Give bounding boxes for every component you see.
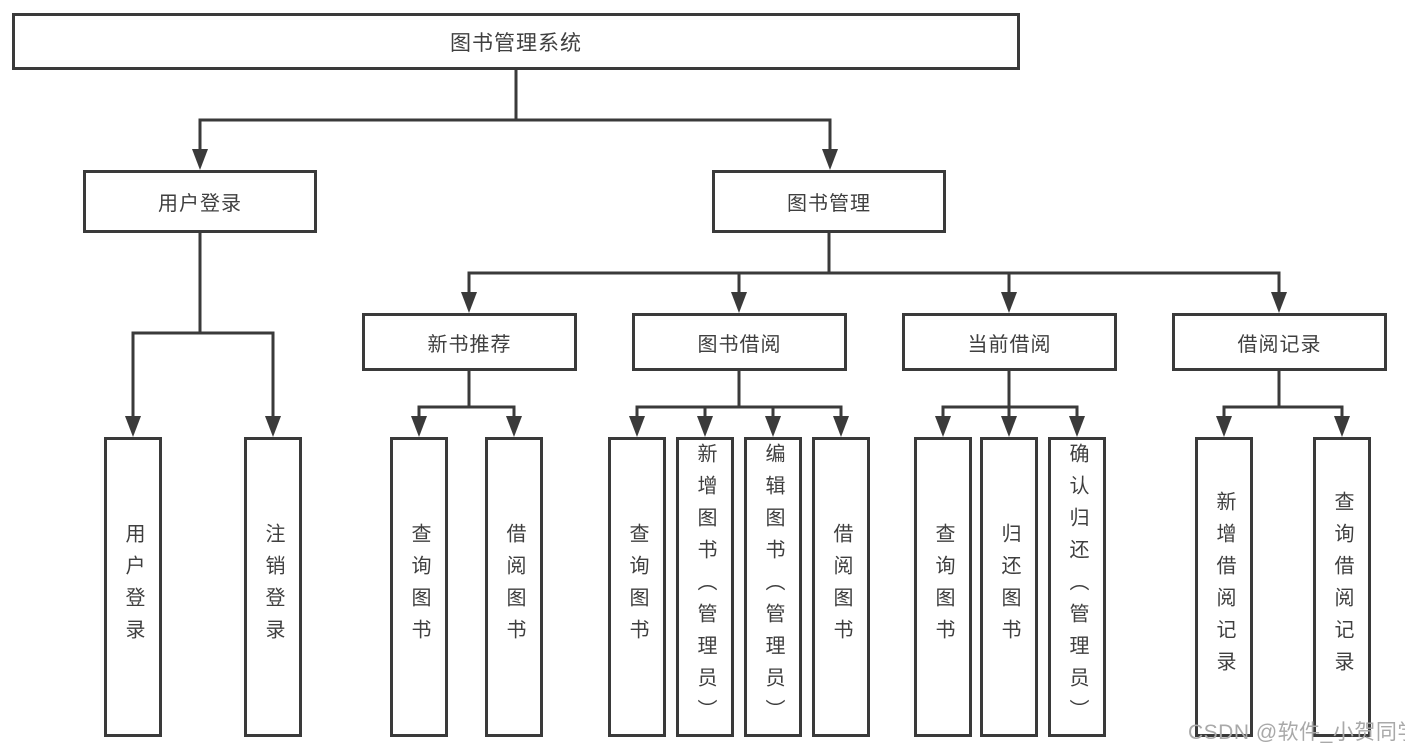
arrowhead [697, 416, 713, 437]
node-label: 借阅图书 [503, 523, 525, 651]
node-label: 确认归还（管理员） [1066, 443, 1088, 731]
leaf-logout: 注销登录 [244, 437, 302, 737]
node-label: 新增借阅记录 [1213, 491, 1235, 683]
node-label: 当前借阅 [967, 333, 1052, 356]
arrowhead [1334, 416, 1350, 437]
arrowhead [192, 149, 208, 170]
node-label: 编辑图书（管理员） [762, 443, 784, 731]
arrowhead [506, 416, 522, 437]
node-label: 用户登录 [122, 523, 144, 651]
node-current-borrowing: 当前借阅 [902, 313, 1117, 371]
node-book-management: 图书管理 [712, 170, 946, 233]
leaf-query-books-1: 查询图书 [390, 437, 448, 737]
node-label: 新增图书（管理员） [694, 443, 716, 731]
node-label: 图书管理系统 [450, 31, 582, 55]
arrowhead [411, 416, 427, 437]
node-label: 借阅记录 [1237, 333, 1322, 356]
node-label: 借阅图书 [830, 523, 852, 651]
leaf-query-books-3: 查询图书 [914, 437, 972, 737]
leaf-return-books: 归还图书 [980, 437, 1038, 737]
csdn-watermark: CSDN @软件_小贺同学 [1188, 721, 1405, 744]
arrowhead [765, 416, 781, 437]
connector-lines [131, 68, 1344, 421]
leaf-borrow-books-2: 借阅图书 [812, 437, 870, 737]
node-borrowing-records: 借阅记录 [1172, 313, 1387, 371]
node-label: 归还图书 [998, 523, 1020, 651]
arrowhead [822, 149, 838, 170]
leaf-confirm-return-admin: 确认归还（管理员） [1048, 437, 1106, 737]
leaf-query-borrow-record: 查询借阅记录 [1313, 437, 1371, 737]
arrowhead [1001, 292, 1017, 313]
arrowhead [1216, 416, 1232, 437]
arrowhead [833, 416, 849, 437]
arrowhead [461, 292, 477, 313]
node-user-login: 用户登录 [83, 170, 317, 233]
arrowhead [265, 416, 281, 437]
leaf-add-borrow-record: 新增借阅记录 [1195, 437, 1253, 737]
leaf-add-books-admin: 新增图书（管理员） [676, 437, 734, 737]
leaf-edit-books-admin: 编辑图书（管理员） [744, 437, 802, 737]
leaf-query-books-2: 查询图书 [608, 437, 666, 737]
arrowhead [731, 292, 747, 313]
node-label: 查询借阅记录 [1331, 491, 1353, 683]
arrowhead [1271, 292, 1287, 313]
arrowhead [1001, 416, 1017, 437]
node-label: 注销登录 [262, 523, 284, 651]
node-label: 图书管理 [787, 193, 871, 215]
arrowheads [125, 149, 1350, 437]
arrowhead [1069, 416, 1085, 437]
arrowhead [125, 416, 141, 437]
node-label: 查询图书 [932, 523, 954, 651]
leaf-borrow-books-1: 借阅图书 [485, 437, 543, 737]
arrowhead [629, 416, 645, 437]
node-label: 查询图书 [626, 523, 648, 651]
node-label: 新书推荐 [427, 333, 512, 356]
node-label: 图书借阅 [697, 333, 782, 356]
node-label: 查询图书 [408, 523, 430, 651]
node-library-management-system: 图书管理系统 [12, 13, 1020, 70]
node-new-book-recommendation: 新书推荐 [362, 313, 577, 371]
node-label: 用户登录 [158, 193, 242, 215]
leaf-user-login: 用户登录 [104, 437, 162, 737]
node-book-borrowing: 图书借阅 [632, 313, 847, 371]
arrowhead [935, 416, 951, 437]
